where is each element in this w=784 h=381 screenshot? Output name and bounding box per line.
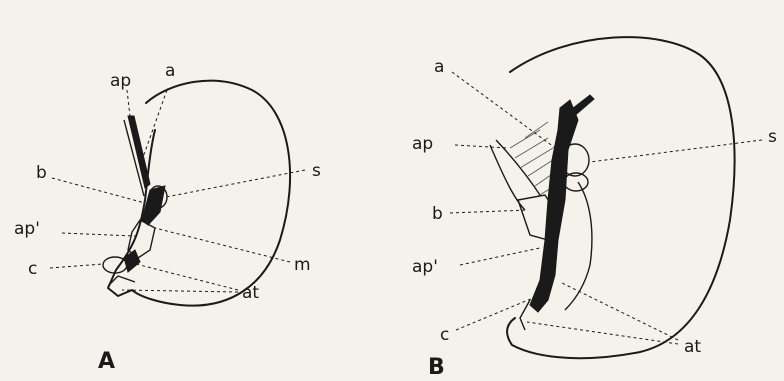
panel-b-leader-ap-prime	[460, 248, 540, 265]
panel-b-leader-ap	[455, 145, 508, 148]
panel-a-leader-b	[52, 178, 145, 203]
panel-b-leader-s	[590, 140, 762, 162]
panel-a-label-c: c	[28, 259, 37, 279]
panel-b-appendage-strip-2	[496, 140, 540, 195]
panel-b-outline	[507, 37, 734, 358]
panel-b-right-edge	[565, 182, 592, 310]
panel-b-leader-at-1	[560, 282, 678, 340]
panel-a-leader-c	[50, 264, 103, 268]
panel-a-label-a: a	[165, 61, 175, 81]
panel-a-leader-ap-prime	[62, 233, 135, 236]
panel-b: a ap s b ap' c at B	[412, 37, 777, 380]
panel-a: ap a b s ap' m c at A	[14, 61, 321, 374]
panel-b-label-ap: ap	[412, 134, 433, 154]
panel-b-label-s: s	[768, 127, 777, 147]
panel-b-label-b: b	[432, 204, 443, 224]
panel-a-label-b: b	[36, 163, 47, 183]
panel-a-label-m: m	[294, 255, 311, 275]
panel-b-label-c: c	[440, 325, 449, 345]
panel-b-lower-lobe	[520, 300, 530, 330]
panel-a-panel-label: A	[98, 349, 115, 374]
panel-a-leader-s	[166, 170, 305, 197]
panel-a-leader-a	[142, 90, 167, 160]
panel-a-leader-m	[155, 228, 290, 262]
panel-a-label-ap: ap	[110, 71, 131, 91]
panel-b-leader-at-2	[527, 322, 678, 344]
panel-b-label-ap-prime: ap'	[412, 257, 438, 277]
panel-a-outline	[108, 81, 290, 306]
panel-b-panel-label: B	[428, 355, 445, 380]
panel-a-leader-at-2	[122, 290, 238, 292]
panel-b-leader-b	[450, 210, 528, 213]
panel-a-label-ap-prime: ap'	[14, 219, 40, 239]
panel-a-label-s: s	[312, 161, 321, 181]
panel-a-label-at: at	[242, 283, 259, 303]
panel-b-leader-a	[452, 72, 558, 150]
panel-b-label-a: a	[434, 57, 444, 77]
panel-b-label-at: at	[684, 337, 701, 357]
panel-a-leader-at-1	[132, 263, 238, 290]
